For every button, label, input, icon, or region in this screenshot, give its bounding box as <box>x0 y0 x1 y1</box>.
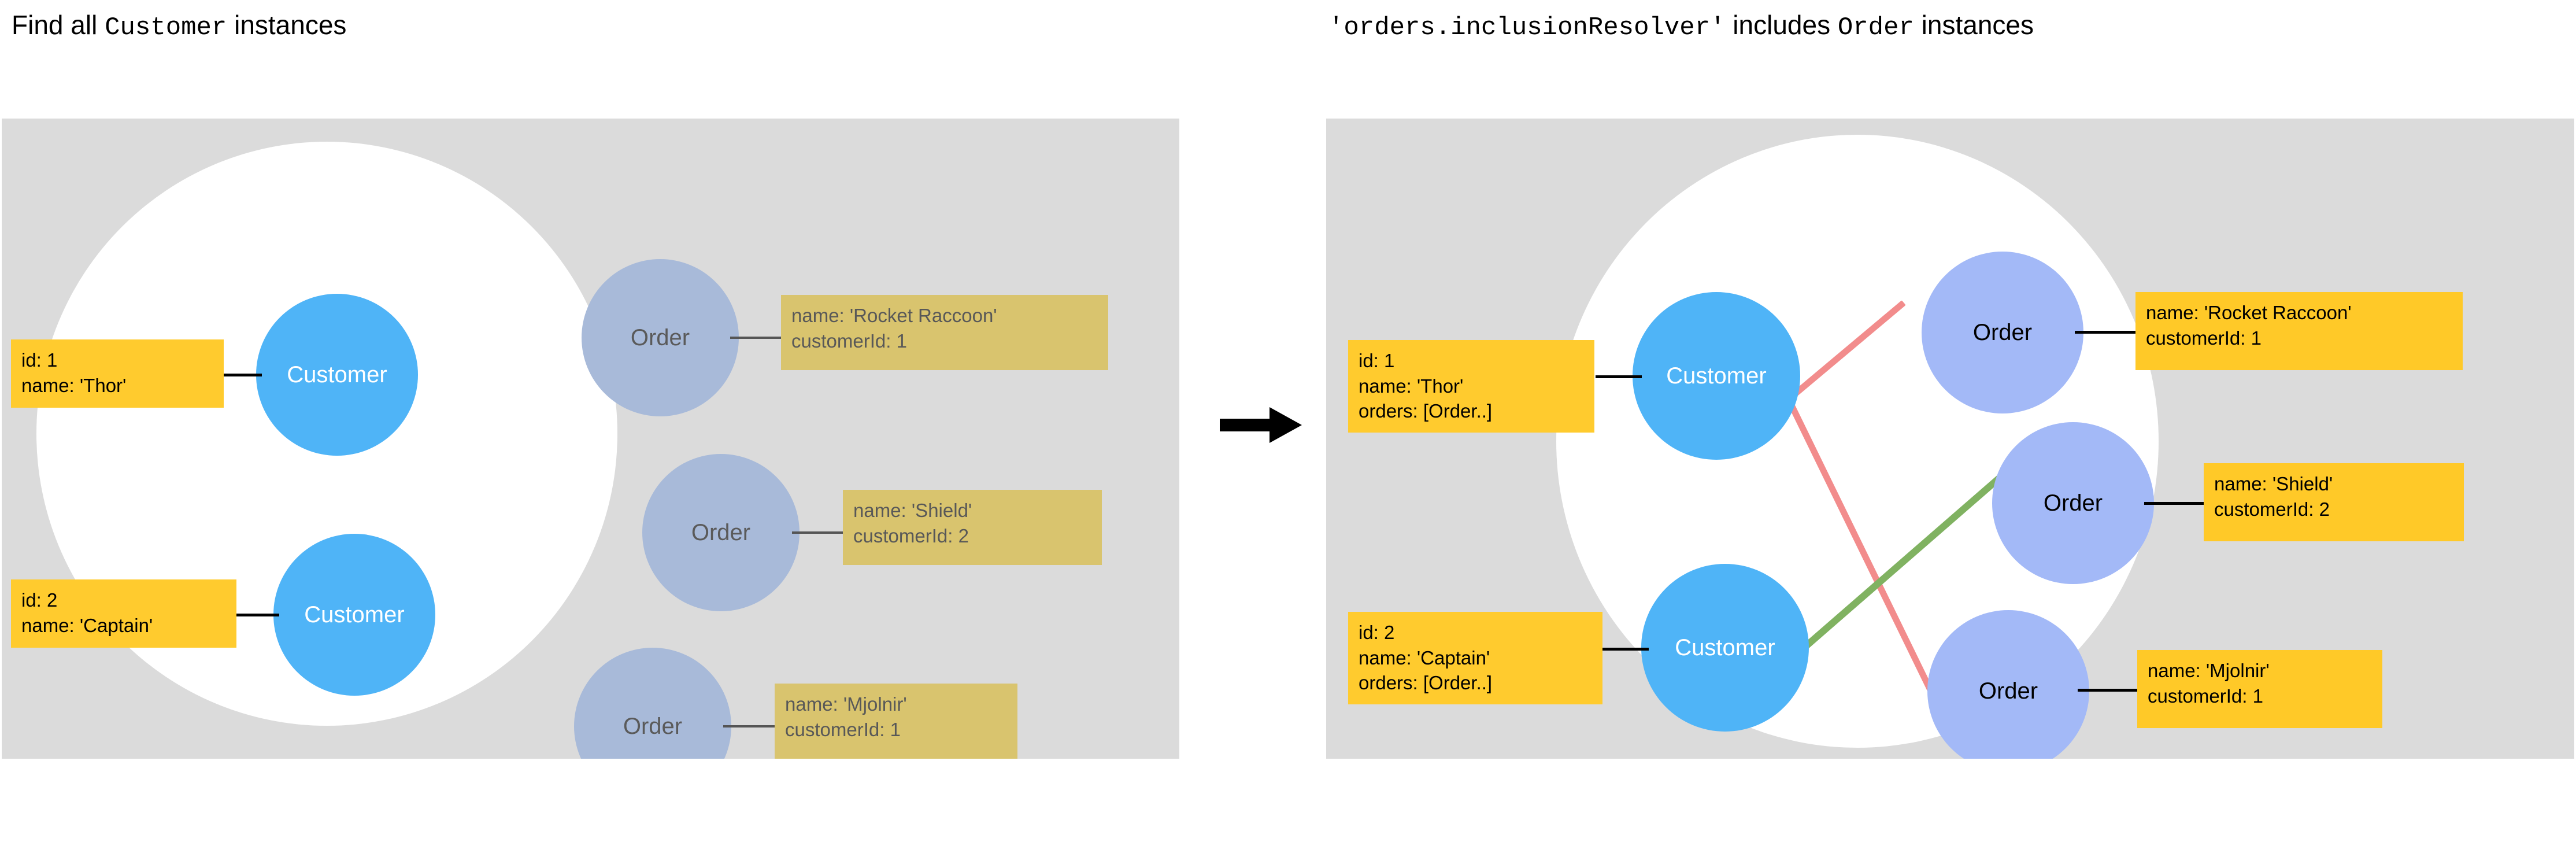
right-customer-card-1[interactable]: id: 1 name: 'Thor' orders: [Order..] <box>1348 340 1594 433</box>
left-order-node-2[interactable]: Order <box>642 454 800 611</box>
left-customer-card-1-name: name: 'Thor' <box>21 374 127 396</box>
left-order-node-1-label: Order <box>630 324 690 350</box>
right-customer-card-2-name: name: 'Captain' <box>1359 647 1490 669</box>
right-title-code-suffix: Order <box>1837 13 1914 42</box>
right-order-node-3-label: Order <box>1978 678 2038 704</box>
right-order-card-3[interactable]: name: 'Mjolnir' customerId: 1 <box>2137 650 2382 728</box>
left-order-1-connector <box>730 337 786 339</box>
left-title-code: Customer <box>105 13 227 42</box>
right-order-3-connector <box>2078 689 2141 692</box>
left-order-node-3[interactable]: Order <box>574 648 731 759</box>
left-customer-card-1-id: id: 1 <box>21 349 58 371</box>
left-order-card-1-name: name: 'Rocket Raccoon' <box>791 305 997 326</box>
right-title-suffix: instances <box>1914 10 2034 40</box>
right-order-node-2[interactable]: Order <box>1992 422 2154 584</box>
right-order-node-1-label: Order <box>1972 319 2033 345</box>
right-customer-card-1-name: name: 'Thor' <box>1359 375 1464 397</box>
left-customer-node-1[interactable]: Customer <box>256 294 418 456</box>
right-customer-card-2-orders: orders: [Order..] <box>1359 672 1493 694</box>
left-customer-1-connector <box>221 374 262 376</box>
left-order-card-3[interactable]: name: 'Mjolnir' customerId: 1 <box>775 684 1017 759</box>
right-customer-node-2[interactable]: Customer <box>1641 564 1809 732</box>
right-customer-node-1[interactable]: Customer <box>1633 292 1800 460</box>
right-order-node-3[interactable]: Order <box>1927 610 2089 759</box>
left-panel-title: Find all Customer instances <box>12 9 346 42</box>
right-customer-card-1-id: id: 1 <box>1359 350 1395 371</box>
left-order-card-3-name: name: 'Mjolnir' <box>785 693 907 715</box>
right-order-card-1-customerid: customerId: 1 <box>2146 327 2262 349</box>
left-panel: Customer id: 1 name: 'Thor' Customer id:… <box>2 119 1179 759</box>
left-customer-node-2-label: Customer <box>304 601 405 627</box>
right-order-card-3-customerid: customerId: 1 <box>2148 685 2263 707</box>
left-customer-card-2-name: name: 'Captain' <box>21 614 153 636</box>
right-order-card-1[interactable]: name: 'Rocket Raccoon' customerId: 1 <box>2135 292 2463 370</box>
right-order-node-2-label: Order <box>2043 490 2103 516</box>
left-order-node-1[interactable]: Order <box>582 259 739 416</box>
arrow-right-icon <box>1220 407 1302 443</box>
left-order-node-3-label: Order <box>623 713 683 739</box>
left-customer-2-connector <box>233 614 279 616</box>
right-order-card-2-name: name: 'Shield' <box>2214 473 2333 494</box>
left-customer-card-2[interactable]: id: 2 name: 'Captain' <box>11 579 236 648</box>
left-order-card-1-customerid: customerId: 1 <box>791 330 907 352</box>
left-order-node-2-label: Order <box>691 519 751 545</box>
left-customer-node-1-label: Customer <box>287 361 387 387</box>
right-customer-card-2-id: id: 2 <box>1359 622 1395 643</box>
right-order-2-connector <box>2144 502 2208 505</box>
right-customer-card-1-orders: orders: [Order..] <box>1359 400 1493 422</box>
right-title-middle: includes <box>1725 10 1838 40</box>
right-customer-node-2-label: Customer <box>1675 634 1775 660</box>
transition-arrow <box>1220 399 1312 451</box>
right-order-card-1-name: name: 'Rocket Raccoon' <box>2146 302 2352 323</box>
left-order-card-2-name: name: 'Shield' <box>853 500 972 521</box>
right-panel: Customer id: 1 name: 'Thor' orders: [Ord… <box>1326 119 2574 759</box>
right-order-card-2[interactable]: name: 'Shield' customerId: 2 <box>2204 463 2464 541</box>
left-order-2-connector <box>792 531 847 534</box>
right-order-card-3-name: name: 'Mjolnir' <box>2148 660 2270 681</box>
right-customer-node-1-label: Customer <box>1666 363 1767 389</box>
left-customer-card-2-id: id: 2 <box>21 589 58 611</box>
left-customer-card-1[interactable]: id: 1 name: 'Thor' <box>11 339 224 408</box>
right-panel-title: 'orders.inclusionResolver' includes Orde… <box>1328 9 2034 42</box>
right-customer-1-connector <box>1596 375 1642 378</box>
left-order-card-2[interactable]: name: 'Shield' customerId: 2 <box>843 490 1102 565</box>
left-order-card-1[interactable]: name: 'Rocket Raccoon' customerId: 1 <box>781 295 1108 370</box>
right-order-node-1[interactable]: Order <box>1922 252 2083 413</box>
left-title-suffix: instances <box>227 10 347 40</box>
left-title-prefix: Find all <box>12 10 105 40</box>
right-customer-card-2[interactable]: id: 2 name: 'Captain' orders: [Order..] <box>1348 612 1602 704</box>
right-title-code-prefix: 'orders.inclusionResolver' <box>1328 13 1726 42</box>
right-customer-2-connector <box>1602 648 1649 651</box>
left-order-3-connector <box>723 725 779 727</box>
right-order-card-2-customerid: customerId: 2 <box>2214 498 2330 520</box>
left-order-card-2-customerid: customerId: 2 <box>853 525 969 546</box>
left-order-card-3-customerid: customerId: 1 <box>785 718 901 740</box>
left-customer-node-2[interactable]: Customer <box>273 534 435 696</box>
right-order-1-connector <box>2075 331 2138 334</box>
